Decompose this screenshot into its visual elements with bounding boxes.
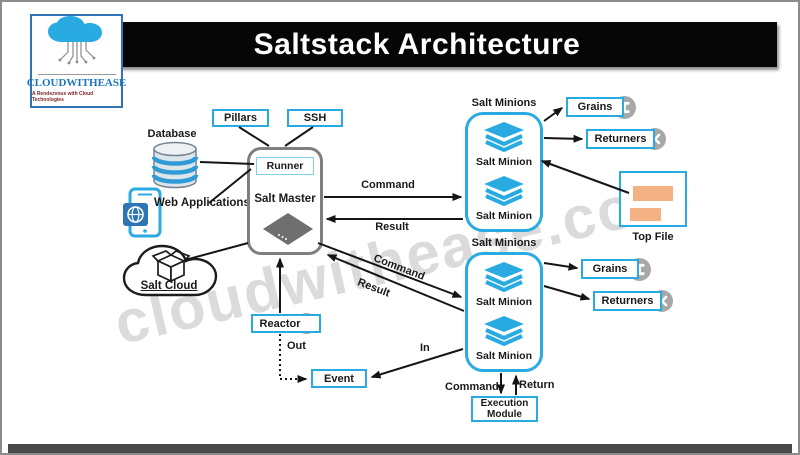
- execution-module-label: Execution Module: [480, 398, 529, 420]
- logo-name: CLOUDWITHEASE: [26, 77, 127, 89]
- salt-minion-label: Salt Minion: [476, 349, 532, 362]
- page-title: Saltstack Architecture: [253, 27, 581, 61]
- salt-minion-node: Salt Minion: [476, 262, 532, 308]
- cloud-roots-icon: [42, 16, 112, 73]
- database-label: Database: [147, 128, 197, 140]
- returners-label: Returners: [594, 133, 647, 145]
- salt-minions-bottom-group: Salt Minion Salt Minion: [465, 252, 543, 372]
- runner-node: Runner: [256, 157, 314, 175]
- logo-tagline: A Rendezvous with Cloud Technologies: [32, 91, 94, 103]
- top-file-entry: [630, 208, 661, 221]
- edge-label-out: Out: [287, 340, 306, 352]
- event-label: Event: [324, 372, 354, 385]
- salt-minion-label: Salt Minion: [476, 209, 532, 222]
- event-node: Event: [311, 369, 367, 388]
- edge-label-return: Return: [519, 379, 555, 391]
- salt-cloud-label: Salt Cloud: [140, 280, 198, 292]
- grains-label: Grains: [592, 263, 628, 275]
- edge-label-command: Command: [361, 179, 415, 191]
- title-banner: Saltstack Architecture: [57, 22, 777, 67]
- runner-label: Runner: [266, 160, 304, 172]
- salt-minion-node: Salt Minion: [476, 175, 532, 222]
- ssh-node: SSH: [287, 109, 343, 127]
- salt-master-node: Runner Salt Master: [247, 147, 323, 255]
- salt-master-label: Salt Master: [254, 193, 316, 205]
- salt-minions-top-label: Salt Minions: [471, 97, 537, 109]
- edge-label-result: Result: [375, 221, 409, 233]
- ssh-label: SSH: [303, 112, 327, 124]
- top-file-entry: [633, 186, 673, 201]
- salt-cloud-icon: [118, 241, 222, 306]
- logo-card: CLOUDWITHEASE A Rendezvous with Cloud Te…: [27, 14, 126, 108]
- execution-module-node: Execution Module: [471, 396, 538, 422]
- layers-icon: [484, 262, 524, 295]
- edge-label-in: In: [420, 342, 430, 354]
- layers-icon: [484, 315, 524, 349]
- slide-bottom-bar: [8, 444, 792, 453]
- salt-minion-node: Salt Minion: [476, 122, 532, 168]
- salt-minion-label: Salt Minion: [476, 296, 532, 309]
- pillars-label: Pillars: [223, 112, 258, 124]
- salt-minion-label: Salt Minion: [476, 156, 532, 169]
- layers-icon: [484, 175, 524, 209]
- top-file-node: [619, 171, 687, 227]
- server-diamond-icon: [262, 212, 314, 251]
- layers-icon: [484, 122, 524, 155]
- grains-label: Grains: [577, 101, 613, 113]
- salt-minions-bottom-label: Salt Minions: [471, 237, 537, 249]
- returners-label: Returners: [601, 295, 654, 307]
- salt-minion-node: Salt Minion: [476, 315, 532, 362]
- top-file-label: Top File: [632, 231, 674, 243]
- reactor-label: Reactor: [259, 317, 301, 330]
- logo-divider: [37, 74, 116, 75]
- mobile-app-icon: [121, 187, 167, 244]
- web-applications-label: Web Applications: [154, 197, 250, 209]
- database-icon: [150, 140, 200, 195]
- pillars-node: Pillars: [212, 109, 269, 127]
- salt-minions-top-group: Salt Minion Salt Minion: [465, 112, 543, 232]
- edge-label-command: Command: [445, 381, 499, 393]
